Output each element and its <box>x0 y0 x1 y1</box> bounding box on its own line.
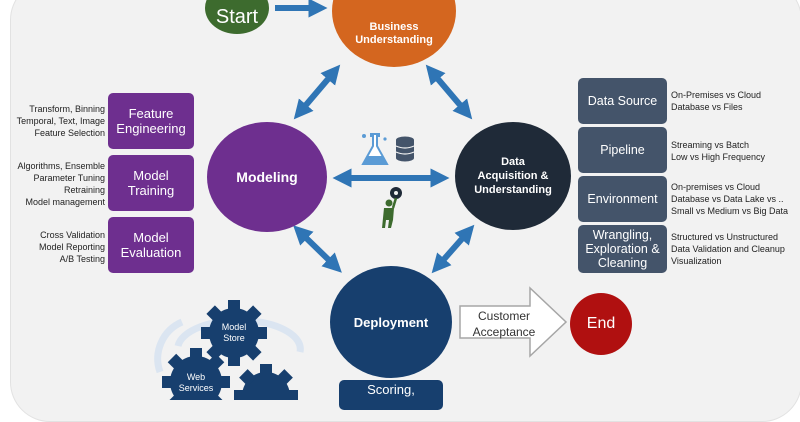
database-icon <box>395 136 415 162</box>
business-modeling-arrow <box>293 64 341 120</box>
customer-acceptance-arrow <box>459 286 568 358</box>
scoring-box: Scoring, <box>339 380 443 410</box>
data-deployment-arrow <box>431 224 475 274</box>
third-gear <box>234 364 298 400</box>
data-source-box: Data Source <box>578 78 667 124</box>
start-node: Start <box>205 0 269 34</box>
person-with-gear-icon <box>382 187 402 228</box>
gear-cycle-arrow-left <box>154 318 184 374</box>
modeling-deployment-arrow <box>293 225 342 273</box>
environment-box: Environment <box>578 176 667 222</box>
wrangling-box: Wrangling,Exploration &Cleaning <box>578 225 667 273</box>
flask-icon <box>361 133 389 165</box>
end-node: End <box>570 293 632 355</box>
modeling-node: Modeling <box>207 122 327 232</box>
business-data-arrow <box>425 64 473 120</box>
deployment-node: Deployment <box>330 266 452 378</box>
connector-arrows <box>154 0 568 400</box>
pipeline-box: Pipeline <box>578 127 667 173</box>
